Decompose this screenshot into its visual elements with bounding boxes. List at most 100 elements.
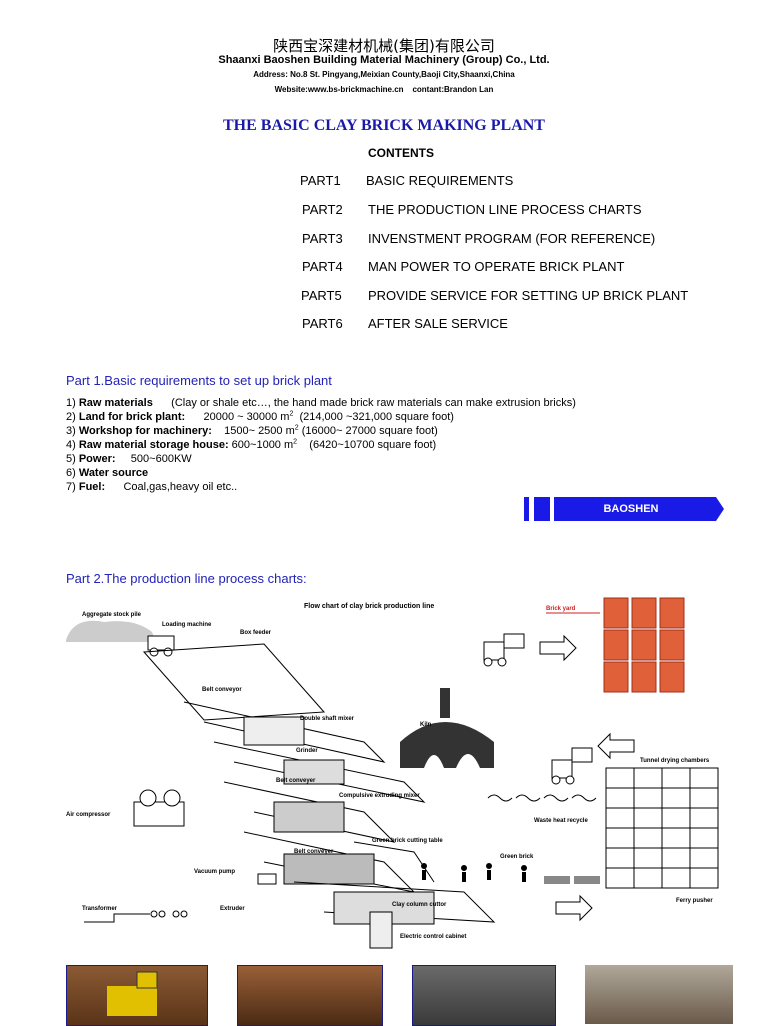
item-label: Fuel: [78,481,106,493]
item-number: 7) [66,481,79,493]
toc-part-title: MAN POWER TO OPERATE BRICK PLANT [368,259,625,274]
requirement-item: 1) Raw materials (Clay or shale etc…, th… [66,396,576,410]
label-tunnel-drying: Tunnel drying chambers [640,758,710,764]
part1-heading: Part 1.Basic requirements to set up bric… [66,373,332,388]
label-extruding-mixer: Compulsive extruding mixer [339,793,420,799]
label-vacuum-pump: Vacuum pump [194,869,235,875]
electric-cabinet-icon [369,911,393,949]
label-aggregate: Aggregate stock pile [82,612,142,618]
forklift-icon [551,747,593,785]
label-clay-column-cutter: Clay column cuttor [392,902,447,908]
toc-part-title: INVENSTMENT PROGRAM (FOR REFERENCE) [368,231,656,246]
label-loading-machine: Loading machine [162,622,212,628]
tunnel-drying-chambers [605,767,719,889]
item-number: 2) [66,411,79,423]
label-double-shaft-mixer: Double shaft mixer [300,716,355,722]
toc-part-title: AFTER SALE SERVICE [368,316,508,331]
item-value: Coal,gas,heavy oil etc.. [105,481,238,493]
label-box-feeder: Box feeder [240,630,272,636]
item-unit-exponent: 2 [293,438,298,446]
label-cutting-table: Green brick cutting table [372,838,443,844]
item-label: Power: [78,453,116,465]
company-name-chinese: 陕西宝深建材机械(集团)有限公司 [273,37,495,55]
photo-crusher [412,965,556,1026]
flow-chart-title: Flow chart of clay brick production line [304,603,434,610]
arrow-right-icon [539,634,577,662]
vacuum-pump-icon [257,873,277,885]
requirement-item: 7) Fuel: Coal,gas,heavy oil etc.. [66,480,576,494]
toc-part-number: PART3 [302,231,343,246]
item-value: 600~1000 m [228,439,294,451]
item-value: 20000 ~ 30000 m [185,411,290,423]
arrow-left-icon [597,732,635,760]
item-number: 3) [66,425,79,437]
item-label: Water source [78,467,149,479]
production-flow-chart: Flow chart of clay brick production line… [64,592,732,958]
toc-part-number: PART5 [301,288,342,303]
item-note: (214,000 ~321,000 square foot) [293,411,454,423]
label-green-brick: Green brick [500,854,534,860]
requirement-item: 2) Land for brick plant: 20000 ~ 30000 m… [66,410,576,424]
requirement-item: 5) Power: 500~600KW [66,452,576,466]
label-belt-conveyor-1: Belt conveyor [202,687,242,693]
part2-heading: Part 2.The production line process chart… [66,571,307,586]
label-brick-yard: Brick yard [546,606,576,612]
item-label: Raw materials [78,397,153,409]
toc-part-title: PROVIDE SERVICE FOR SETTING UP BRICK PLA… [368,288,689,303]
label-waste-heat: Waste heat recycle [534,818,588,824]
production-line-machinery [142,643,496,925]
toc-part-number: PART6 [302,316,343,331]
company-website: Website:www.bs-brickmachine.cn contant:B… [274,85,494,94]
label-ferry-pusher: Ferry pusher [676,898,713,904]
brick-yard-stacks [603,597,685,693]
item-value: 500~600KW [115,453,192,465]
aggregate-pile-shape [66,620,156,642]
banner-label: BAOSHEN [603,503,659,515]
label-grinder: Grinder [296,748,318,754]
waste-heat-waves [487,794,597,802]
workers-carts [421,863,600,884]
kiln-icon [400,688,494,768]
item-number: 5) [66,453,79,465]
label-air-compressor: Air compressor [66,812,111,818]
photo-excavator [66,965,208,1026]
contents-heading: CONTENTS [368,146,434,160]
item-label: Raw material storage house: [78,439,229,451]
company-address: Address: No.8 St. Pingyang,Meixian Count… [253,70,515,79]
toc-part-number: PART1 [300,173,341,188]
label-kiln: Kiln [420,722,432,728]
excavator-icon [107,971,158,1016]
label-belt-conveyer-3: Belt conveyer [294,849,334,855]
photo-box-feeder [237,965,383,1026]
toc-part-number: PART4 [302,259,343,274]
company-name-english: Shaanxi Baoshen Building Material Machin… [218,54,550,66]
label-belt-conveyer-2: Belt conveyer [276,778,316,784]
item-value: 1500~ 2500 m [211,425,295,437]
item-label: Workshop for machinery: [78,425,212,437]
requirements-list: 1) Raw materials (Clay or shale etc…, th… [66,396,576,494]
loading-machine-icon [147,635,175,657]
item-number: 1) [66,397,79,409]
label-extruder: Extruder [220,906,245,912]
item-label: Land for brick plant: [78,411,186,423]
toc-part-title: BASIC REQUIREMENTS [366,173,514,188]
requirement-item: 6) Water source [66,466,576,480]
arrow-right-icon [555,894,593,922]
transformer-icon [84,910,188,923]
item-unit-exponent: 2 [289,410,294,418]
item-value: (Clay or shale etc…, the hand made brick… [152,397,576,409]
forklift-icon [483,633,525,667]
label-transformer: Transformer [82,906,118,912]
item-number: 4) [66,439,79,451]
toc-part-number: PART2 [302,202,343,217]
baoshen-banner [524,497,724,521]
item-note: (16000~ 27000 square foot) [298,425,438,437]
requirement-item: 4) Raw material storage house: 600~1000 … [66,438,576,452]
item-number: 6) [66,467,79,479]
air-compressor-icon [133,789,185,827]
label-electric-cabinet: Electric control cabinet [400,934,466,940]
photo-mixer [585,965,733,1024]
document-title: THE BASIC CLAY BRICK MAKING PLANT [223,117,545,134]
toc-part-title: THE PRODUCTION LINE PROCESS CHARTS [368,202,642,217]
item-unit-exponent: 2 [294,424,299,432]
